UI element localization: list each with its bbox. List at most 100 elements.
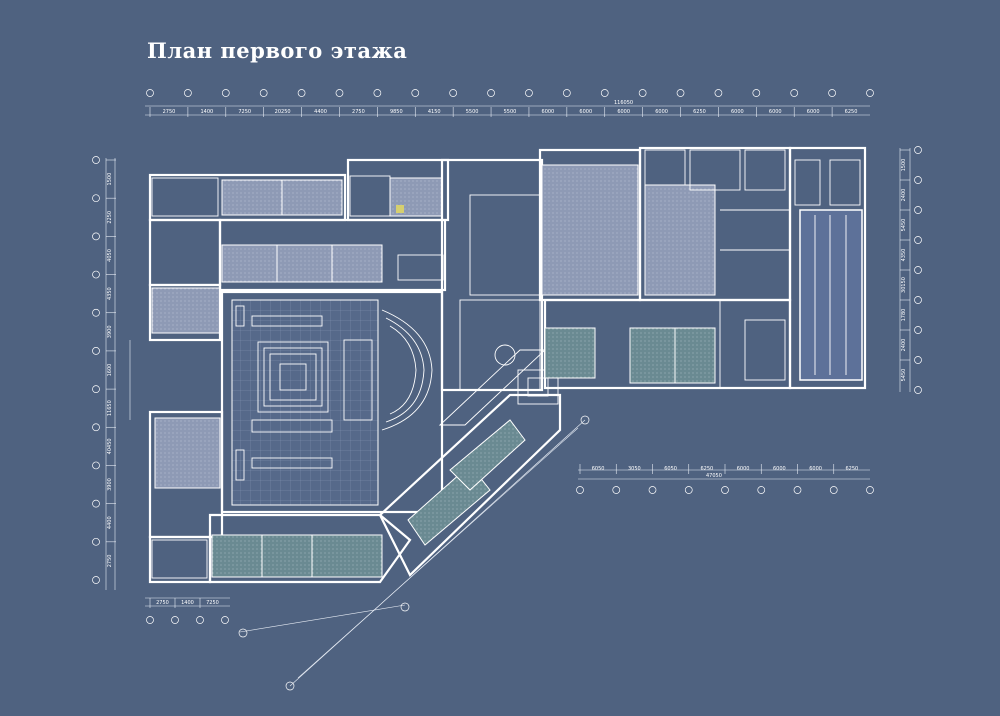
axis-marker <box>221 89 230 97</box>
axis-marker <box>676 89 685 97</box>
axis-marker <box>487 89 495 97</box>
dimension-label: 4400 <box>107 516 113 529</box>
axis-marker <box>562 89 571 97</box>
axis-marker <box>684 486 693 494</box>
axis-marker <box>638 89 647 97</box>
dimension-label: 2750 <box>107 555 113 568</box>
dimension-label: 6250 <box>845 109 858 115</box>
axis-marker <box>914 146 922 154</box>
dimension-label: 6000 <box>807 109 820 115</box>
axis-marker <box>866 486 874 494</box>
dimension-label: 6000 <box>617 109 630 115</box>
dimension-label: 30150 <box>901 277 907 293</box>
dimension-label: 1780 <box>901 309 907 322</box>
axis-marker <box>92 194 100 203</box>
top-dimension-lines: 116050 2750 1400 7250 20250 4400 2750 9850 4150… <box>145 89 874 117</box>
axis-marker <box>335 89 344 97</box>
dimension-label: 5500 <box>466 109 479 115</box>
axis-marker <box>714 89 723 97</box>
axis-marker <box>171 616 179 624</box>
dimension-label: 11650 <box>107 400 113 416</box>
axis-marker <box>790 89 799 97</box>
dimension-label: 6000 <box>769 109 782 115</box>
dimension-label: 6000 <box>809 466 822 472</box>
dimension-label: 6000 <box>542 109 555 115</box>
axis-marker <box>757 486 766 494</box>
dimension-label: 20250 <box>275 109 291 115</box>
axis-marker <box>92 156 100 164</box>
dimension-label: 9850 <box>390 109 403 115</box>
top-total-dimension: 116050 <box>614 100 633 106</box>
dimension-label: 4350 <box>107 287 113 300</box>
left-dimension-lines: 1500225040504350390016001165040450390044… <box>92 156 131 590</box>
dimension-label: 3900 <box>107 325 113 338</box>
axis-marker <box>721 486 729 494</box>
axis-marker <box>184 89 192 97</box>
axis-marker <box>221 616 229 624</box>
axis-marker <box>914 356 922 364</box>
axis-marker <box>525 89 533 97</box>
axis-marker <box>92 232 100 241</box>
axis-marker <box>146 89 154 97</box>
building <box>148 146 867 584</box>
axis-marker <box>600 89 609 97</box>
page-title: План первого этажа <box>147 38 408 63</box>
dimension-label: 6250 <box>693 109 706 115</box>
axis-marker <box>829 486 838 494</box>
dimension-label: 1400 <box>200 109 213 115</box>
dimension-label: 6000 <box>773 466 786 472</box>
axis-marker <box>914 386 922 394</box>
axis-marker <box>411 89 420 97</box>
axis-marker <box>259 89 268 97</box>
axis-marker <box>866 89 874 97</box>
axis-marker <box>576 486 584 494</box>
axis-marker <box>449 89 458 97</box>
dimension-label: 1500 <box>901 159 907 172</box>
axis-marker <box>828 89 836 97</box>
dimension-label: 4400 <box>314 109 327 115</box>
axis-marker <box>752 89 761 97</box>
dimension-label: 7250 <box>206 600 219 606</box>
axis-marker <box>92 499 100 508</box>
dimension-label: 5450 <box>901 369 907 382</box>
axis-marker <box>92 270 100 279</box>
axis-marker <box>196 616 204 624</box>
dimension-label: 7250 <box>238 109 251 115</box>
dimension-label: 4050 <box>107 249 113 262</box>
dimension-label: 4150 <box>428 109 441 115</box>
dimension-label: 5450 <box>901 219 907 232</box>
axis-marker <box>92 308 100 317</box>
dimension-label: 6250 <box>846 466 859 472</box>
dimension-label: 6000 <box>579 109 592 115</box>
dimension-label: 2750 <box>156 600 169 606</box>
axis-marker <box>92 461 100 470</box>
axis-marker <box>914 206 922 214</box>
axis-marker <box>793 486 802 494</box>
dimension-label: 3050 <box>628 466 641 472</box>
axis-marker <box>297 89 306 97</box>
axis-marker <box>914 176 922 184</box>
axis-marker <box>92 347 100 355</box>
axis-marker <box>914 296 922 304</box>
axis-marker <box>146 616 154 624</box>
dimension-label: 5500 <box>504 109 517 115</box>
dimension-label: 1600 <box>107 364 113 377</box>
dimension-label: 6050 <box>664 466 677 472</box>
axis-marker <box>92 576 100 584</box>
dimension-label: 1500 <box>107 173 113 186</box>
axis-marker <box>612 486 621 494</box>
bottom-total-dimension: 47050 <box>706 473 722 479</box>
diagonal-dimension-lines <box>238 415 590 691</box>
dimension-label: 2750 <box>163 109 176 115</box>
dimension-label: 2400 <box>901 189 907 202</box>
axis-marker <box>92 537 100 546</box>
dimension-label: 2400 <box>901 339 907 352</box>
dimension-label: 2750 <box>352 109 365 115</box>
dimension-label: 2250 <box>107 211 113 224</box>
dimension-label: 6000 <box>655 109 668 115</box>
dimension-label: 6000 <box>731 109 744 115</box>
